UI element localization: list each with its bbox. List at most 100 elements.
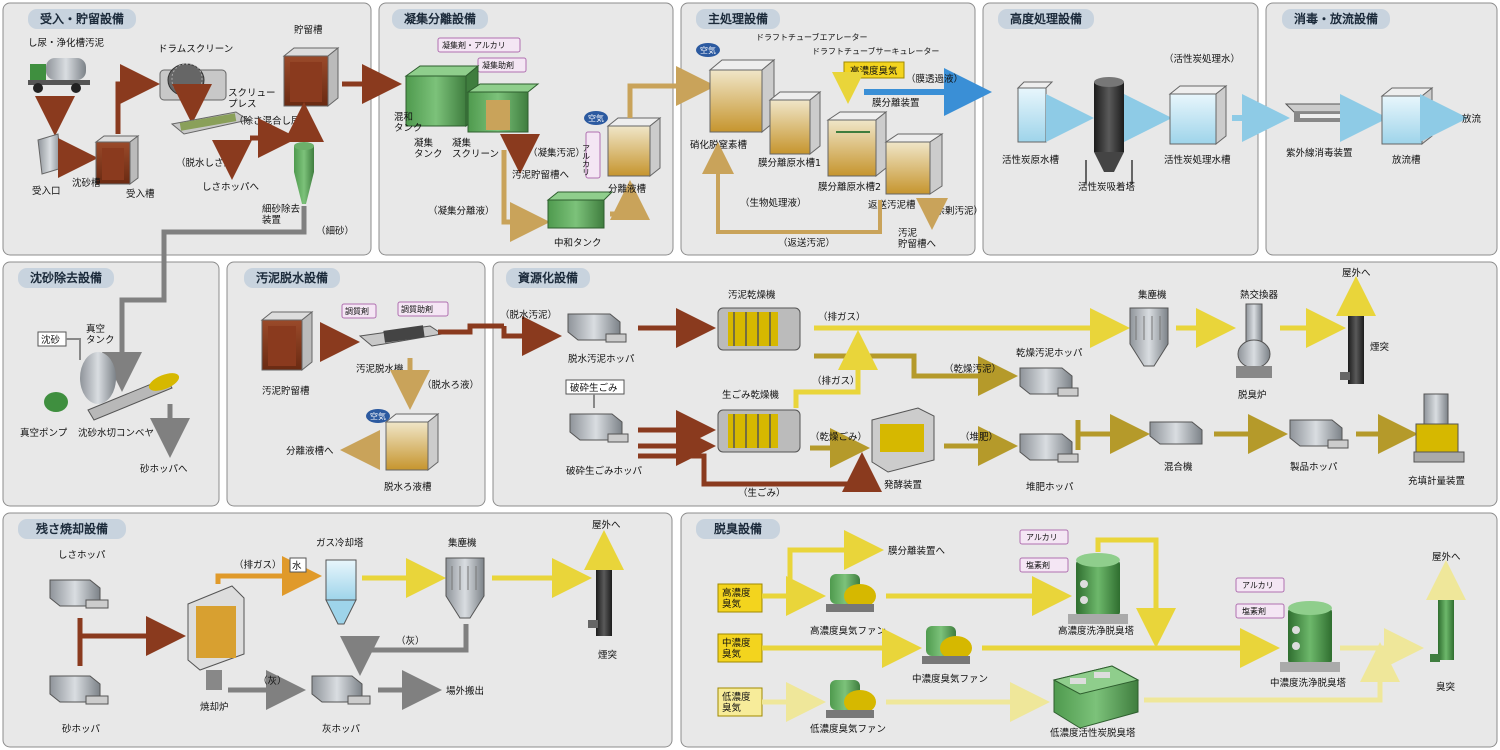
cyclone-icon [294, 142, 314, 204]
conveyor-icon [87, 373, 180, 421]
chimney-label: 煙突 [598, 649, 618, 661]
discharge-tank-label: 放流槽 [1392, 154, 1421, 166]
exhaust1-label: （排ガス） [818, 311, 866, 323]
section-title: 汚泥脱水設備 [256, 270, 328, 285]
section-resource: （脱水汚泥） 脱水汚泥ホッパ 汚泥乾燥機 （排ガス） （乾燥汚泥） 乾燥汚泥ホッ… [500, 267, 1465, 499]
section-title: 凝集分離設備 [404, 11, 476, 26]
mem2-label: 膜分離原水槽2 [818, 181, 881, 193]
chimney-label: 煙突 [1370, 341, 1390, 353]
receiving-tank-label: 受入槽 [126, 188, 155, 200]
out-label: 場外搬出 [446, 685, 484, 697]
lo-fan-label: 低濃度臭気ファン [810, 723, 886, 735]
mixer-label: 混合機 [1164, 461, 1193, 473]
chem-box [341, 303, 377, 319]
garbage-dryer-icon [717, 409, 801, 453]
outside-label: 屋外へ [1342, 267, 1371, 279]
water-box [289, 557, 307, 573]
section-title: 消毒・放流設備 [1294, 11, 1378, 26]
heat-exchanger-label: 熱交換器 [1240, 289, 1279, 301]
pump-label: 真空ポンプ [20, 427, 68, 439]
bio-label: （生物処理液） [740, 197, 807, 209]
sludge-dryer-icon [717, 307, 801, 351]
coag-tank-icon [404, 64, 540, 133]
mid-scrubber-icon [1280, 601, 1340, 672]
coag-aid-label: 凝集助剤 [482, 60, 514, 70]
compost-hopper-label: 堆肥ホッパ [1026, 482, 1074, 493]
carbon-treated-tank-icon [1168, 84, 1228, 146]
compost-hopper-icon [1019, 433, 1079, 463]
ash-hopper-icon [311, 675, 371, 705]
to-membrane-label: 膜分離装置へ [888, 545, 946, 557]
heat-exchanger-icon [1236, 303, 1272, 378]
uv-icon [1284, 103, 1356, 122]
drum-screen-label: ドラムスクリーン [158, 44, 233, 55]
return-sludge-tank-icon [884, 133, 944, 195]
crushed-hopper-label: 破砕生ごみホッパ [566, 465, 643, 477]
odor-box [717, 583, 763, 613]
mix-tank-label: 混和タンク [394, 112, 423, 134]
garbage-dryer-label: 生ごみ乾燥機 [722, 389, 780, 401]
hi-odor-label: 高濃度臭気 [850, 65, 898, 77]
air-label: 空気 [588, 113, 604, 123]
exhaust-label: （排ガス） [234, 559, 282, 571]
membrane-tank-1-icon [768, 90, 822, 156]
section-title: 残さ焼却設備 [36, 521, 108, 536]
sand-hopper-label: 砂ホッパへ [140, 463, 188, 475]
dust-collector-icon [445, 557, 485, 619]
lo-carbon-label: 低濃度活性炭脱臭塔 [1050, 727, 1136, 739]
coag-tank-label: 凝集タンク [414, 137, 443, 160]
storage-tank-label: 貯留槽 [294, 24, 323, 36]
mid-fan-icon [922, 626, 972, 664]
shisa-label: しさホッパへ [202, 182, 260, 193]
membrane-label: 膜分離装置 [872, 97, 920, 109]
panel-deodorize [680, 512, 1498, 748]
mid-odor-box-label: 中濃度臭気 [722, 637, 751, 660]
truck-label: し尿・浄化槽汚泥 [28, 37, 105, 49]
chem-box [437, 37, 521, 53]
coag-sludge-label: （凝集汚泥） [528, 147, 585, 159]
section-deodorize: 高濃度臭気 中濃度臭気 低濃度臭気 膜分離装置へ 高濃度臭気ファン 中濃度臭気フ… [717, 529, 1466, 739]
gas-cooler-label: ガス冷却塔 [316, 537, 364, 549]
mem1-label: 膜分離原水槽1 [758, 157, 821, 169]
sand-label: （細砂） [316, 225, 354, 237]
section-title: 沈砂除去設備 [30, 270, 102, 285]
odor-box [717, 633, 763, 663]
air-badge [696, 43, 720, 57]
grit-label: 沈砂 [41, 334, 61, 346]
fermenter-icon [871, 407, 935, 473]
ash1-label: （灰） [258, 675, 287, 687]
sludge-to-label: 汚泥貯留槽へ [898, 227, 937, 250]
adsorption-tower-icon [1085, 77, 1133, 184]
dewater-machine-label: 汚泥脱水機 [356, 363, 404, 375]
hi-fan-label: 高濃度臭気ファン [810, 625, 886, 637]
chem-box [1235, 577, 1285, 593]
sludge-storage-label: 汚泥貯留槽 [262, 385, 310, 397]
alkali2-label: アルカリ [1242, 581, 1274, 590]
membrane-tank-2-icon [826, 110, 888, 178]
carbon-raw-tank-icon [1016, 81, 1054, 143]
section-coagulation: 凝集剤・アルカリ 凝集助剤 混和タンク 凝集タンク 凝集スクリーン （凝集汚泥）… [394, 37, 716, 249]
alkali1-label: アルカリ [1026, 533, 1058, 542]
conveyor-label: 沈砂水切コンベヤ [78, 427, 154, 439]
air-label: 空気 [700, 45, 716, 55]
intake-icon [37, 133, 63, 175]
hi-scrubber-icon [1068, 553, 1128, 624]
dry-sludge-label: （乾燥汚泥） [944, 363, 1001, 375]
return-sludge-label: （返送汚泥） [778, 237, 835, 249]
sludge-storage-label: 汚泥貯留槽へ [512, 169, 570, 181]
section-titles: 受入・貯留設備 凝集分離設備 主処理設備 高度処理設備 消毒・放流設備 沈砂除去… [18, 9, 1390, 539]
chem-box [1019, 557, 1069, 573]
outside-label: 屋外へ [592, 519, 621, 531]
chem-box [1235, 603, 1285, 619]
nitri-label: 硝化脱窒素槽 [690, 139, 748, 151]
stack-label: 臭突 [1436, 681, 1456, 693]
mid-fan-label: 中濃度臭気ファン [912, 673, 988, 685]
sludge-hopper-icon [567, 313, 627, 343]
product-hopper-icon [1289, 419, 1349, 449]
section-receiving: し尿・浄化槽汚泥 受入口 沈砂槽 受入槽 ドラムスクリーン [28, 24, 402, 237]
permeate-label: （膜透過液） [906, 73, 963, 85]
section-title: 資源化設備 [518, 270, 578, 285]
screw-press-label: スクリュープレス [228, 88, 276, 110]
chimney-icon [588, 556, 612, 636]
neutral-tank-icon [546, 191, 614, 229]
